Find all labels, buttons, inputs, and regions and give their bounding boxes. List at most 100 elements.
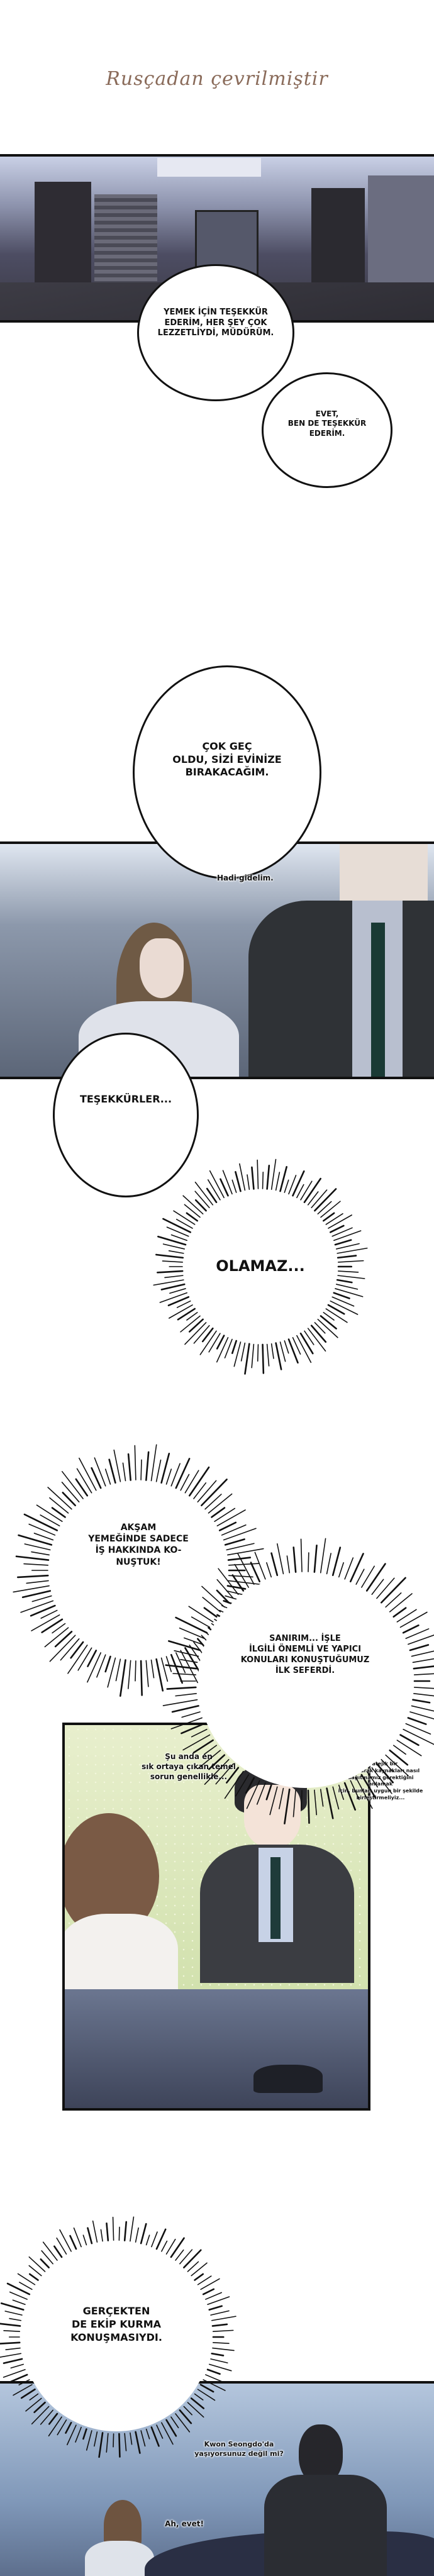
burst-ray xyxy=(140,2430,146,2447)
burst-ray xyxy=(106,2222,109,2241)
burst-ray xyxy=(344,1557,354,1580)
burst-ray xyxy=(24,1543,51,1551)
burst-ray xyxy=(51,1507,66,1518)
burst-ray xyxy=(184,1647,201,1673)
burst-ray xyxy=(160,1657,169,1682)
speech-kwon: Kwon Seongdo'da yaşıyorsunuz değil mi? xyxy=(194,2440,284,2458)
burst-ray xyxy=(13,1585,50,1593)
burst-ray xyxy=(220,1178,229,1197)
burst-ray xyxy=(170,2237,185,2258)
burst-ray xyxy=(182,1195,204,1214)
burst-ray xyxy=(270,1343,274,1359)
burst-ray xyxy=(288,1175,297,1195)
burst-ray xyxy=(403,1728,434,1745)
burst-ray xyxy=(42,2241,58,2261)
burst-ray xyxy=(145,1660,149,1687)
burst-ray xyxy=(179,2249,193,2265)
burst-ray xyxy=(19,2282,33,2290)
burst-ray xyxy=(197,1480,217,1502)
burst-ray xyxy=(334,1239,352,1246)
burst-ray xyxy=(184,1322,207,1345)
translation-credit: Rusçadan çevrilmiştir xyxy=(106,68,328,90)
burst-ray xyxy=(91,1467,102,1489)
burst-ray xyxy=(184,1204,201,1218)
burst-ray xyxy=(227,1548,264,1556)
burst-ray xyxy=(216,1335,225,1350)
burst-ray xyxy=(323,1212,335,1222)
burst-ray xyxy=(194,1199,207,1212)
burst-ray xyxy=(49,1635,76,1662)
burst-ray xyxy=(257,1344,259,1362)
burst-ray xyxy=(402,1624,420,1634)
burst-ray xyxy=(201,1479,228,1507)
burst-ray xyxy=(276,1543,284,1575)
burst-ray xyxy=(124,2433,127,2451)
burst-ray xyxy=(240,1342,246,1362)
burst-ray xyxy=(412,1699,431,1704)
burst-ray xyxy=(337,1247,368,1254)
burst-ray xyxy=(170,1653,183,1684)
burst-ray xyxy=(256,1782,266,1805)
burst-ray xyxy=(214,1507,236,1522)
building-sign xyxy=(157,158,261,177)
burst-ray xyxy=(127,1453,131,1481)
burst-ray xyxy=(96,1654,106,1678)
burst-ray xyxy=(371,1767,392,1794)
burst-ray xyxy=(194,2273,204,2281)
burst-ray xyxy=(337,1275,365,1279)
burst-ray xyxy=(165,2419,177,2437)
burst-ray xyxy=(30,1604,56,1617)
burst-ray xyxy=(31,1551,50,1556)
burst-ray xyxy=(112,2216,114,2241)
burst-ray xyxy=(69,2235,77,2250)
burst-ray xyxy=(113,1449,121,1482)
burst-text: SANIRIM... İŞLE İLGİLİ ÖNEMLİ VE YAPICI … xyxy=(240,1634,370,1675)
burst-ray xyxy=(205,2292,222,2300)
burst-ray xyxy=(320,1201,341,1218)
burst-ray xyxy=(335,1288,364,1297)
burst-ray xyxy=(380,1577,406,1604)
burst-ray xyxy=(183,2249,202,2268)
burst-ray xyxy=(227,1557,252,1561)
burst-ray xyxy=(61,1471,84,1499)
burst-text: AKŞAM YEMEĞİNDE SADECE İŞ HAKKINDA KO- N… xyxy=(88,1523,189,1567)
burst-ray xyxy=(41,1618,64,1633)
burst-ray xyxy=(335,1243,360,1250)
burst-ray xyxy=(150,1444,157,1482)
burst-ray xyxy=(31,1595,52,1602)
burst-ray xyxy=(172,1673,197,1675)
burst-ray xyxy=(118,2433,121,2458)
burst-ray xyxy=(175,1616,208,1634)
burst-ray xyxy=(389,1749,409,1766)
burst-ray xyxy=(180,1315,201,1333)
burst-ray xyxy=(155,2228,167,2250)
burst-ray xyxy=(40,1609,58,1619)
burst-ray xyxy=(216,1589,230,1604)
burst-ray xyxy=(331,1296,355,1307)
burst-ray xyxy=(10,2363,25,2369)
burst-ray xyxy=(9,2318,22,2321)
burst-ray xyxy=(66,2424,77,2446)
burst-ray xyxy=(17,2273,36,2285)
burst-ray xyxy=(108,1458,116,1484)
burst-ray xyxy=(210,2358,228,2363)
burst-ray xyxy=(317,1319,338,1338)
burst-ray xyxy=(182,1734,211,1751)
burst-ray xyxy=(28,2256,46,2272)
burst-ray xyxy=(135,2431,141,2454)
burst-ray xyxy=(338,1562,344,1578)
burst-ray xyxy=(307,1191,319,1206)
burst-ray xyxy=(392,1745,406,1755)
burst-ray xyxy=(326,1787,334,1819)
burst-ray xyxy=(170,1463,181,1487)
woman-face xyxy=(140,938,184,998)
burst-ray xyxy=(140,2223,147,2245)
burst-ray xyxy=(266,1343,270,1367)
burst-ray xyxy=(15,1555,50,1561)
caption-lets-go: Hadi gidelim. xyxy=(217,874,274,882)
burst-ray xyxy=(311,1189,328,1209)
burst-ray xyxy=(135,2227,139,2243)
burst-ray xyxy=(186,1312,198,1321)
burst-ray xyxy=(175,2249,184,2261)
